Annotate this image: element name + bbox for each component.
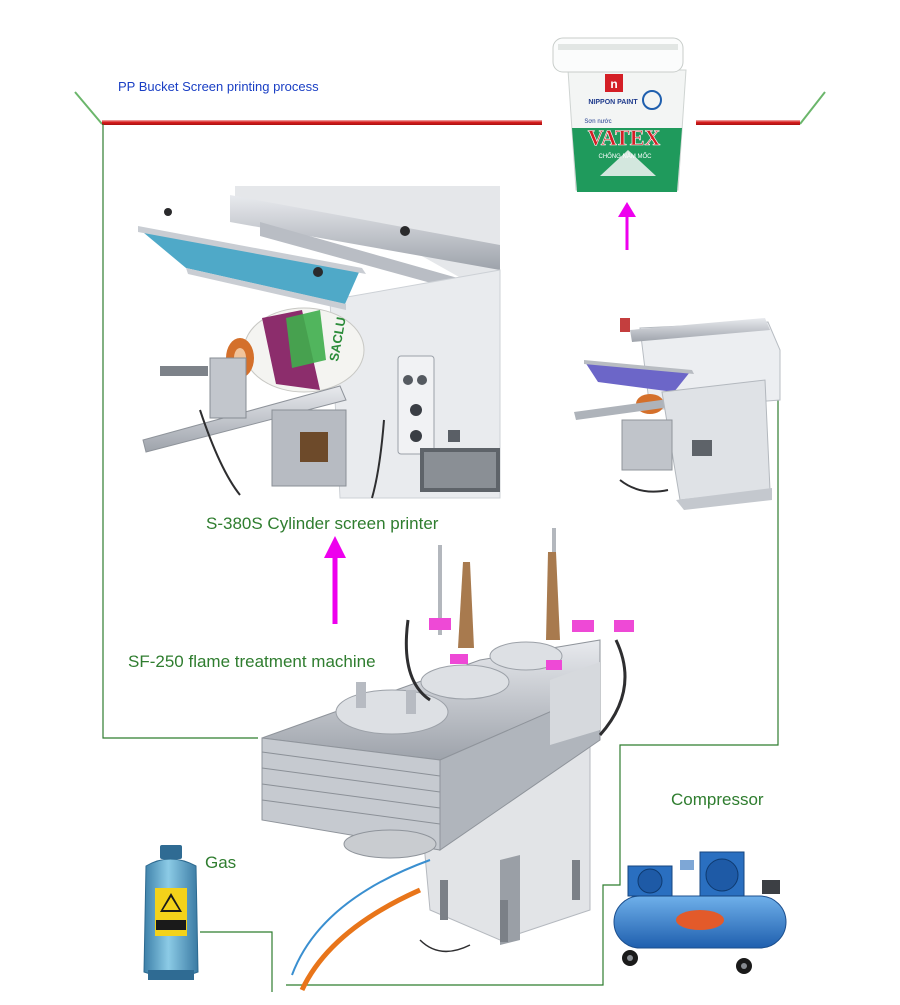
banner-red-band-right — [696, 120, 800, 125]
compressor-image — [613, 851, 787, 974]
printer-full-image — [574, 318, 781, 510]
diagram-title: PP Bucket Screen printing process — [118, 79, 319, 94]
seal-icon — [642, 90, 662, 110]
bucket-brand-text: NIPPON PAINT — [588, 99, 638, 106]
bucket-product-text: VATEX — [588, 125, 661, 150]
title-banner — [74, 91, 826, 125]
label-gas: Gas — [205, 853, 237, 872]
label-cylinder-screen-printer: S-380S Cylinder screen printer — [206, 514, 439, 533]
bucket-topline-text: Sơn nước — [584, 119, 611, 125]
banner-left-corner — [74, 91, 103, 125]
gas-cylinder-image — [143, 845, 199, 980]
arrow-to-bucket — [618, 202, 636, 250]
connectors — [102, 124, 779, 992]
connector-printer-to-compressor — [286, 391, 779, 986]
label-flame-treatment-machine: SF-250 flame treatment machine — [128, 652, 376, 671]
paint-bucket-image: n NIPPON PAINT Sơn nước VATEX CHỐNG NẤM … — [552, 37, 687, 192]
printer-closeup-image: SACLU — [138, 186, 502, 499]
connector-gas — [200, 931, 273, 992]
arrow-to-printer — [324, 536, 346, 624]
banner-right-corner — [799, 91, 826, 125]
label-compressor: Compressor — [671, 790, 764, 809]
banner-red-band-left — [102, 120, 542, 125]
brand-logo-icon — [605, 74, 623, 92]
svg-text:n: n — [610, 77, 617, 91]
bucket-tagline-text: CHỐNG NẤM MỐC — [599, 153, 653, 160]
conveyor-slats — [261, 751, 441, 825]
flame-machine-image — [261, 528, 634, 992]
connector-left-loop — [102, 124, 258, 739]
